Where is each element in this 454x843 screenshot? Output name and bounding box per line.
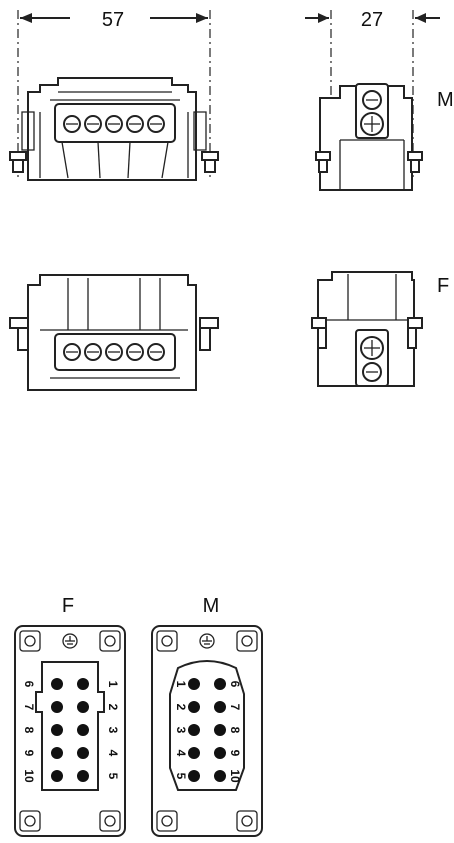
female-face-label: F bbox=[62, 595, 74, 617]
pin-number: 7 bbox=[228, 704, 242, 711]
contact-pin-icon bbox=[188, 678, 200, 690]
contact-grid bbox=[188, 678, 226, 782]
ground-icon bbox=[62, 633, 78, 649]
contact-pin-icon bbox=[214, 770, 226, 782]
pin-number: 1 bbox=[174, 681, 188, 688]
contact-pin-icon bbox=[188, 701, 200, 713]
pin-numbers-male-left: 1 2 3 4 5 bbox=[174, 681, 188, 780]
pin-number: 3 bbox=[174, 727, 188, 734]
male-insert-side-view bbox=[9, 77, 219, 181]
male-view-label: M bbox=[437, 89, 454, 111]
pin-numbers-male-right: 6 7 8 9 10 bbox=[228, 681, 242, 783]
pin-number: 4 bbox=[174, 750, 188, 757]
contact-pin-icon bbox=[51, 724, 63, 736]
female-insert-side-view bbox=[9, 274, 219, 391]
contact-pin-icon bbox=[51, 770, 63, 782]
male-face-label: M bbox=[203, 595, 220, 617]
contact-pin-icon bbox=[51, 678, 63, 690]
pin-number: 10 bbox=[22, 769, 36, 783]
pin-number: 2 bbox=[106, 704, 120, 711]
contact-pin-icon bbox=[77, 747, 89, 759]
depth-dimension-label: 27 bbox=[361, 9, 383, 31]
pin-number: 3 bbox=[106, 727, 120, 734]
contact-pin-icon bbox=[77, 678, 89, 690]
pin-number: 6 bbox=[228, 681, 242, 688]
female-view-label: F bbox=[437, 275, 449, 297]
pin-number: 2 bbox=[174, 704, 188, 711]
pin-number: 8 bbox=[228, 727, 242, 734]
male-face-view: 1 2 3 4 5 6 7 8 9 10 bbox=[151, 625, 263, 837]
pin-number: 9 bbox=[228, 750, 242, 757]
pin-numbers-female-right: 1 2 3 4 5 bbox=[106, 681, 120, 780]
female-insert-end-view: F bbox=[311, 271, 449, 387]
pin-number: 10 bbox=[228, 769, 242, 783]
ground-icon bbox=[199, 633, 215, 649]
screw-terminal-row bbox=[63, 115, 165, 133]
pin-number: 8 bbox=[22, 727, 36, 734]
contact-grid bbox=[51, 678, 89, 782]
contact-pin-icon bbox=[51, 701, 63, 713]
pin-number: 5 bbox=[106, 773, 120, 780]
contact-pin-icon bbox=[77, 770, 89, 782]
dimension-width: 57 bbox=[17, 9, 211, 178]
male-insert-end-view: M bbox=[315, 83, 454, 191]
pin-number: 7 bbox=[22, 704, 36, 711]
contact-pin-icon bbox=[51, 747, 63, 759]
contact-pin-icon bbox=[214, 724, 226, 736]
pin-number: 1 bbox=[106, 681, 120, 688]
contact-pin-icon bbox=[188, 724, 200, 736]
pin-number: 5 bbox=[174, 773, 188, 780]
female-face-view: 6 7 8 9 10 1 2 3 4 5 bbox=[14, 625, 126, 837]
contact-pin-icon bbox=[77, 701, 89, 713]
contact-pin-icon bbox=[188, 747, 200, 759]
pin-number: 9 bbox=[22, 750, 36, 757]
contact-pin-icon bbox=[77, 724, 89, 736]
contact-pin-icon bbox=[214, 701, 226, 713]
pin-numbers-female-left: 6 7 8 9 10 bbox=[22, 681, 36, 783]
contact-pin-icon bbox=[214, 678, 226, 690]
contact-pin-icon bbox=[214, 747, 226, 759]
pin-number: 6 bbox=[22, 681, 36, 688]
pin-number: 4 bbox=[106, 750, 120, 757]
screw-terminal-row bbox=[63, 343, 165, 361]
width-dimension-label: 57 bbox=[102, 9, 124, 31]
contact-pin-icon bbox=[188, 770, 200, 782]
